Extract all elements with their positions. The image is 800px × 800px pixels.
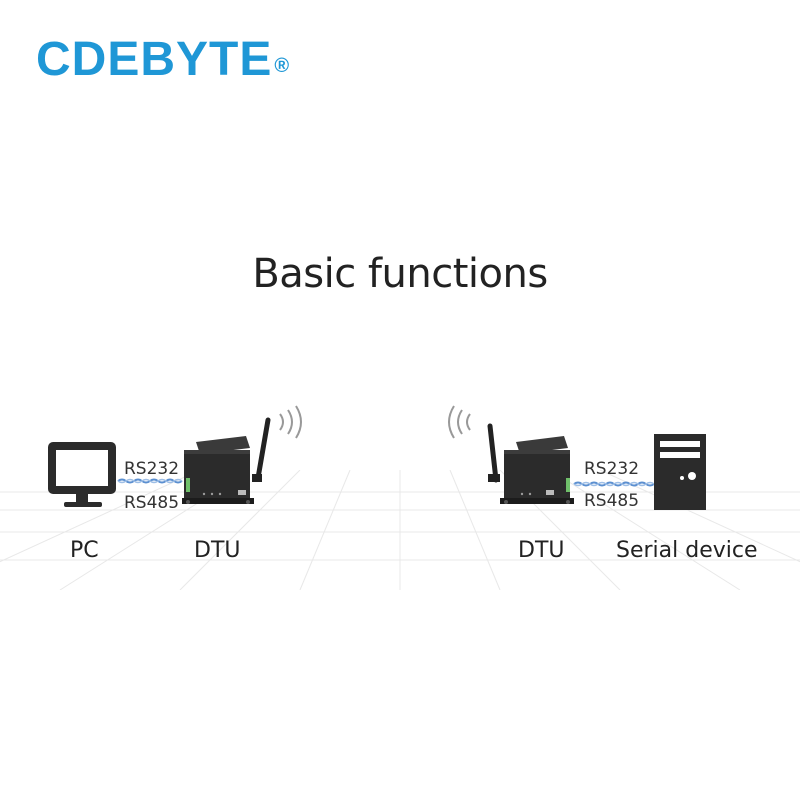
right-dtu-device-icon (487, 423, 574, 504)
radio-waves-left-icon (448, 405, 471, 439)
left-dtu-device-icon (182, 417, 271, 504)
brand-logo: CDEBYTE® (36, 32, 290, 88)
page-title: Basic functions (252, 251, 548, 297)
right-rs485-label: RS485 (584, 491, 640, 511)
serial-device-label: Serial device (616, 538, 758, 563)
pc-label: PC (70, 538, 99, 563)
pc-monitor-icon (48, 442, 116, 507)
serial-device-tower-icon (654, 434, 706, 510)
left-cable (117, 478, 183, 484)
right-rs232-label: RS232 (584, 459, 640, 479)
brand-name: CDEBYTE (36, 33, 273, 86)
registered-mark: ® (274, 55, 291, 77)
right-dtu-label: DTU (518, 538, 565, 563)
radio-waves-right-icon (279, 405, 302, 439)
left-rs232-label: RS232 (124, 459, 180, 479)
left-rs485-label: RS485 (124, 493, 180, 513)
left-dtu-label: DTU (194, 538, 241, 563)
right-cable (573, 481, 655, 487)
